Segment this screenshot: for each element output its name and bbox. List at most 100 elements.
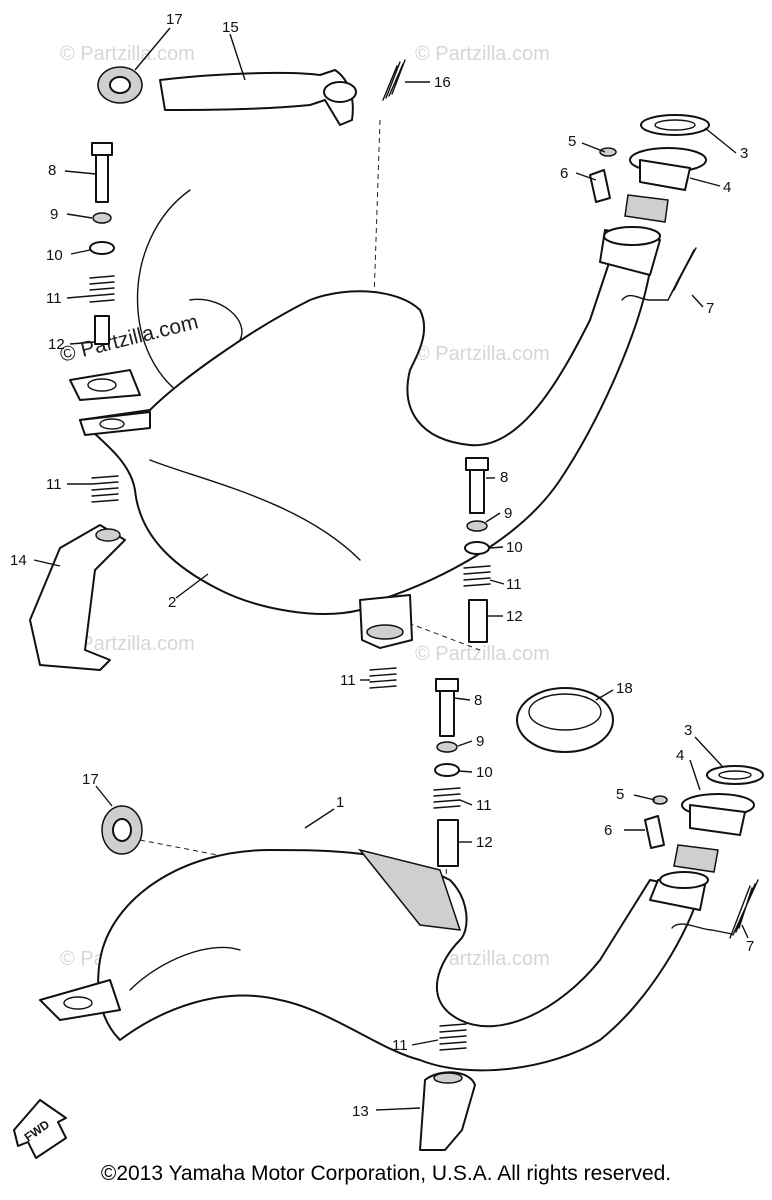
copyright-notice: ©2013 Yamaha Motor Corporation, U.S.A. A…: [100, 1162, 672, 1185]
callout-13: 13: [352, 1103, 369, 1120]
callout-3: 3: [740, 145, 748, 162]
stay-13: [419, 1071, 476, 1151]
callout-9: 9: [50, 206, 58, 223]
bolt-8-head: [435, 678, 459, 692]
seal-3: [706, 765, 764, 785]
spring-11: [463, 565, 491, 587]
cap-18: [516, 687, 614, 753]
seal-3-inner: [718, 770, 752, 780]
seal-3-inner: [654, 119, 696, 131]
leader-lines: [33, 27, 749, 1111]
callout-10: 10: [46, 247, 63, 264]
washer-9: [92, 212, 112, 224]
lower-muffler-assembly: [39, 678, 764, 1151]
mounting-tab: [79, 411, 151, 436]
bracket-hole: [366, 624, 404, 640]
nut-10: [464, 541, 490, 555]
tab-hole: [99, 418, 125, 430]
washer-9: [436, 741, 458, 753]
muffler-seam: [149, 459, 361, 561]
spring-11: [369, 667, 397, 689]
pipe-mouth: [603, 226, 661, 246]
tab-hole: [63, 996, 93, 1010]
washer-9: [466, 520, 488, 532]
muffler-heatshield: [358, 848, 462, 931]
mounting-tab: [39, 979, 121, 1021]
collar-12: [468, 599, 488, 643]
spring-7: [729, 879, 759, 939]
washer-5: [652, 795, 668, 805]
callout-9: 9: [504, 505, 512, 522]
callout-10: 10: [476, 764, 493, 781]
collar-12: [94, 315, 110, 345]
grommet-17-hole: [112, 818, 132, 842]
watermark: © Partzilla.com: [415, 343, 550, 365]
bracket-14-hole: [95, 528, 121, 542]
callout-11: 11: [506, 576, 522, 593]
muffler-inner-curve: [189, 298, 243, 341]
cap-18-top: [528, 693, 602, 731]
bolt-6: [644, 815, 665, 849]
bolt-6: [589, 169, 611, 203]
spring-7: [667, 247, 697, 301]
callout-8: 8: [500, 469, 508, 486]
callout-10: 10: [506, 539, 523, 556]
flange-4-body: [639, 159, 691, 191]
spring-hook: [621, 294, 669, 301]
callout-5: 5: [568, 133, 576, 150]
callout-4: 4: [723, 179, 731, 196]
callout-12: 12: [48, 336, 65, 353]
callout-9: 9: [476, 733, 484, 750]
gasket-ring: [673, 844, 719, 873]
pipe-mouth: [659, 871, 709, 889]
gasket-ring: [624, 194, 669, 223]
spring-11: [433, 787, 461, 809]
nut-10: [434, 763, 460, 777]
callout-11: 11: [392, 1037, 408, 1054]
callout-6: 6: [604, 822, 612, 839]
callout-8: 8: [474, 692, 482, 709]
muffler-body-2: [79, 259, 651, 615]
watermark: © Partzilla.com: [60, 43, 195, 65]
bolt-8: [469, 464, 485, 514]
callout-11: 11: [46, 476, 62, 493]
watermark-prominent: © Partzilla.com: [58, 310, 201, 367]
flange-4-body: [689, 804, 746, 836]
stay-15-end: [323, 81, 357, 103]
bolt-8-head: [91, 142, 113, 156]
spring-hook: [671, 923, 733, 935]
watermark: © Partzilla.com: [415, 643, 550, 665]
callout-18: 18: [616, 680, 633, 697]
callout-12: 12: [506, 608, 523, 625]
callout-7: 7: [746, 938, 754, 955]
watermark: © Partzilla.com: [60, 633, 195, 655]
callout-11: 11: [46, 290, 62, 307]
tab-hole: [87, 378, 117, 392]
callout-6: 6: [560, 165, 568, 182]
spring-16: [382, 59, 406, 101]
bolt-8: [439, 685, 455, 737]
callout-16: 16: [434, 74, 451, 91]
callout-17: 17: [166, 11, 183, 28]
callout-12: 12: [476, 834, 493, 851]
washer-5: [599, 147, 617, 157]
bolt-8: [95, 149, 109, 203]
callout-1: 1: [336, 794, 344, 811]
watermark: © Partzilla.com: [415, 43, 550, 65]
callout-15: 15: [222, 19, 239, 36]
forward-arrow-icon: FWD: [13, 1099, 67, 1159]
callout-2: 2: [168, 594, 176, 611]
spring-11: [89, 275, 115, 303]
stay-15: [159, 69, 354, 126]
mounting-tab: [69, 369, 141, 401]
stay-13-hole: [433, 1072, 463, 1084]
collar-12: [437, 819, 459, 867]
bolt-8-head: [465, 457, 489, 471]
seal-3: [640, 114, 710, 136]
callout-17: 17: [82, 771, 99, 788]
callout-7: 7: [706, 300, 714, 317]
grommet-17-hole: [109, 76, 131, 94]
bracket-14: [29, 524, 126, 671]
callout-8: 8: [48, 162, 56, 179]
